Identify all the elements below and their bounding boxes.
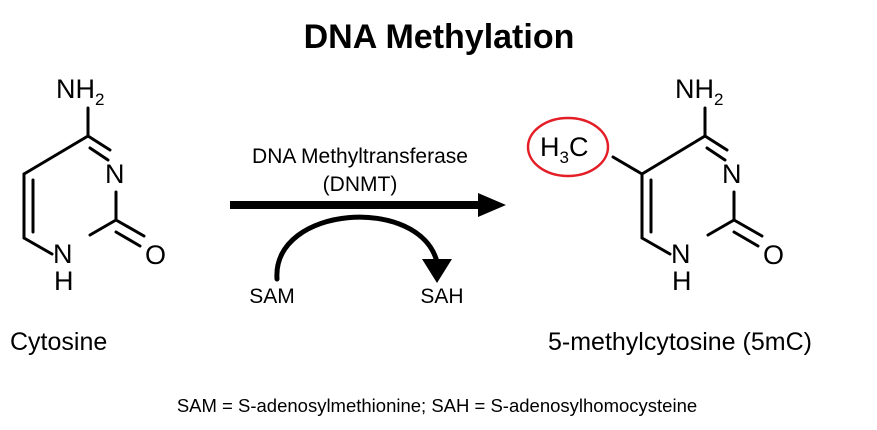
cofactor-arrow-curve [274,214,440,282]
mc-c6-n1-bond [640,236,672,256]
methyl-highlight-circle [526,116,610,178]
mc-c4-c5-bond [640,134,707,176]
cytosine-c4-n3-double-bond [88,146,110,162]
cytosine-n3-label: N [105,159,125,189]
mc-c2-o-bond [732,218,764,238]
mc-n3-label: N [722,159,742,189]
cofactor-arrow-head [422,259,452,283]
mc-c4-n3-bond [703,134,729,152]
enzyme-abbrev-label: (DNMT) [323,173,398,196]
diagram-title: DNA Methylation [304,18,575,56]
mc-c4-n3-double-bond [705,146,727,162]
reactant-name: Cytosine [10,328,107,356]
mc-c2-o-double-bond [732,230,760,248]
reaction-arrow [230,193,506,217]
mc-c2-n1-bond [706,218,736,237]
sam-label: SAM [249,285,295,308]
mc-methyl-label: H3C [540,132,588,167]
enzyme-name-label: DNA Methyltransferase [252,145,468,168]
cytosine-c4-c5-bond [22,134,90,176]
cytosine-c2-o-double-bond [114,230,142,248]
abbreviation-footnote: SAM = S-adenosylmethionine; SAH = S-aden… [177,395,697,416]
cytosine-n1-h-label: H [54,266,74,296]
cytosine-c6-n1-bond [22,236,54,256]
cytosine-structure: NH2 N N H O [22,74,166,296]
cytosine-c4-n3-bond [86,134,112,152]
cytosine-amine-label: NH2 [56,74,104,109]
cofactor-curved-arrow [274,214,452,283]
mc-n1-label: N [671,239,691,269]
cytosine-c2-o-bond [114,218,146,238]
methylcytosine-structure: NH2 H3C N N H O [526,74,784,296]
sah-label: SAH [420,285,463,308]
cytosine-n1-label: N [53,239,73,269]
mc-c5-methyl-bond [611,155,644,176]
product-name: 5-methylcytosine (5mC) [548,328,812,356]
mc-oxygen-label: O [763,240,784,270]
cytosine-oxygen-label: O [145,240,166,270]
main-arrow-head [478,193,506,217]
mc-amine-label: NH2 [675,74,723,109]
cytosine-c2-n1-bond [88,218,118,237]
mc-n1-h-label: H [672,266,692,296]
